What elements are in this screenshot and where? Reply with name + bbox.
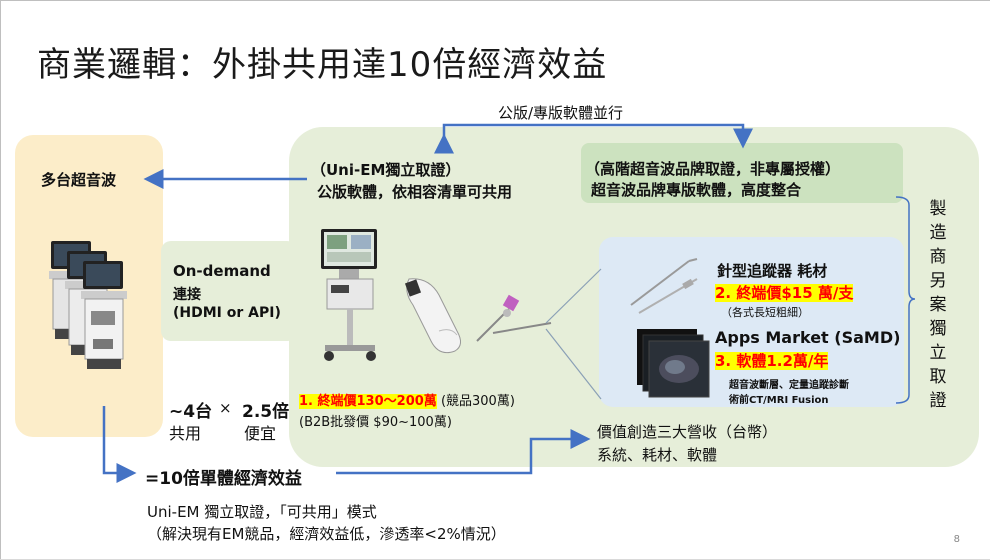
connector-line-top bbox=[545, 268, 602, 324]
needle-title: 針型追蹤器 耗材 bbox=[717, 262, 828, 280]
needle-tracker-image bbox=[476, 294, 552, 342]
top-arrow-label: 公版/專版軟體並行 bbox=[498, 104, 624, 122]
revenue1-note: (競品300萬) bbox=[440, 394, 515, 409]
slide-title: 商業邏輯：外掛共用達10倍經濟效益 bbox=[37, 45, 608, 85]
ultrasound-label: 多台超音波 bbox=[41, 171, 117, 189]
calc-units-sub: 共用 bbox=[169, 424, 202, 443]
calc-cheaper: 2.5倍 bbox=[242, 402, 290, 422]
needle-note: （各式長短粗細） bbox=[721, 306, 809, 319]
apps-note2: 術前CT/MRI Fusion bbox=[729, 395, 829, 406]
apps-note1: 超音波斷層、定量追蹤診斷 bbox=[729, 380, 849, 391]
arrow-to-value bbox=[336, 429, 591, 475]
apps-price-wrap: 3. 軟體1.2萬/年 bbox=[715, 350, 829, 371]
apps-price: 3. 軟體1.2萬/年 bbox=[715, 352, 829, 370]
uniem-line1: （Uni-EM獨立取證） bbox=[311, 161, 461, 179]
calc-cheaper-sub: 便宜 bbox=[244, 424, 277, 443]
bottom-line1: Uni-EM 獨立取證，「可共用」模式 bbox=[147, 503, 377, 521]
ondemand-line1: On-demand bbox=[173, 262, 271, 280]
page-number: 8 bbox=[953, 534, 960, 545]
needle-price-wrap: 2. 終端價$15 萬/支 bbox=[715, 282, 854, 303]
top-bracket-arrow bbox=[434, 123, 753, 154]
scan-stack-image bbox=[637, 329, 710, 398]
uniem-line2: 公版軟體，依相容清單可共用 bbox=[317, 183, 513, 201]
apps-title: Apps Market (SaMD) bbox=[715, 328, 901, 347]
revenue1-highlight: 1. 終端價130～200萬 bbox=[299, 394, 437, 409]
needles-image bbox=[630, 258, 698, 314]
manufacturer-bracket bbox=[895, 196, 916, 404]
needle-price: 2. 終端價$15 萬/支 bbox=[715, 284, 854, 302]
revenue1-b2b: (B2B批發價 $90~100萬) bbox=[299, 415, 452, 430]
manufacturer-label: 製造商另案獨立取證 bbox=[929, 199, 947, 411]
value-line2: 系統、耗材、軟體 bbox=[597, 446, 718, 464]
value-line1: 價值創造三大營收（台幣） bbox=[597, 423, 778, 441]
revenue1: 1. 終端價130～200萬 (競品300萬) bbox=[299, 390, 515, 409]
calc-result: =10倍單體經濟效益 bbox=[145, 469, 302, 489]
calc-units: ~4台 bbox=[169, 402, 213, 422]
bottom-line2: （解決現有EM競品，經濟效益低，滲透率<2%情況） bbox=[147, 525, 506, 543]
calc-times: × bbox=[219, 399, 232, 417]
connector-line-bottom bbox=[545, 328, 602, 400]
arrow-to-result bbox=[102, 406, 137, 483]
ondemand-line2: 連接 bbox=[173, 287, 201, 303]
brand-line2: 超音波品牌專版軟體，高度整合 bbox=[591, 181, 802, 199]
ondemand-line3: (HDMI or API) bbox=[173, 305, 281, 321]
ultrasound-probe-image bbox=[404, 278, 461, 354]
ondemand-panel bbox=[161, 241, 297, 341]
ultrasound-machines-image bbox=[49, 241, 127, 369]
brand-line1: （高階超音波品牌取證，非專屬授權） bbox=[585, 160, 841, 178]
uni-em-cart-image bbox=[321, 229, 377, 361]
